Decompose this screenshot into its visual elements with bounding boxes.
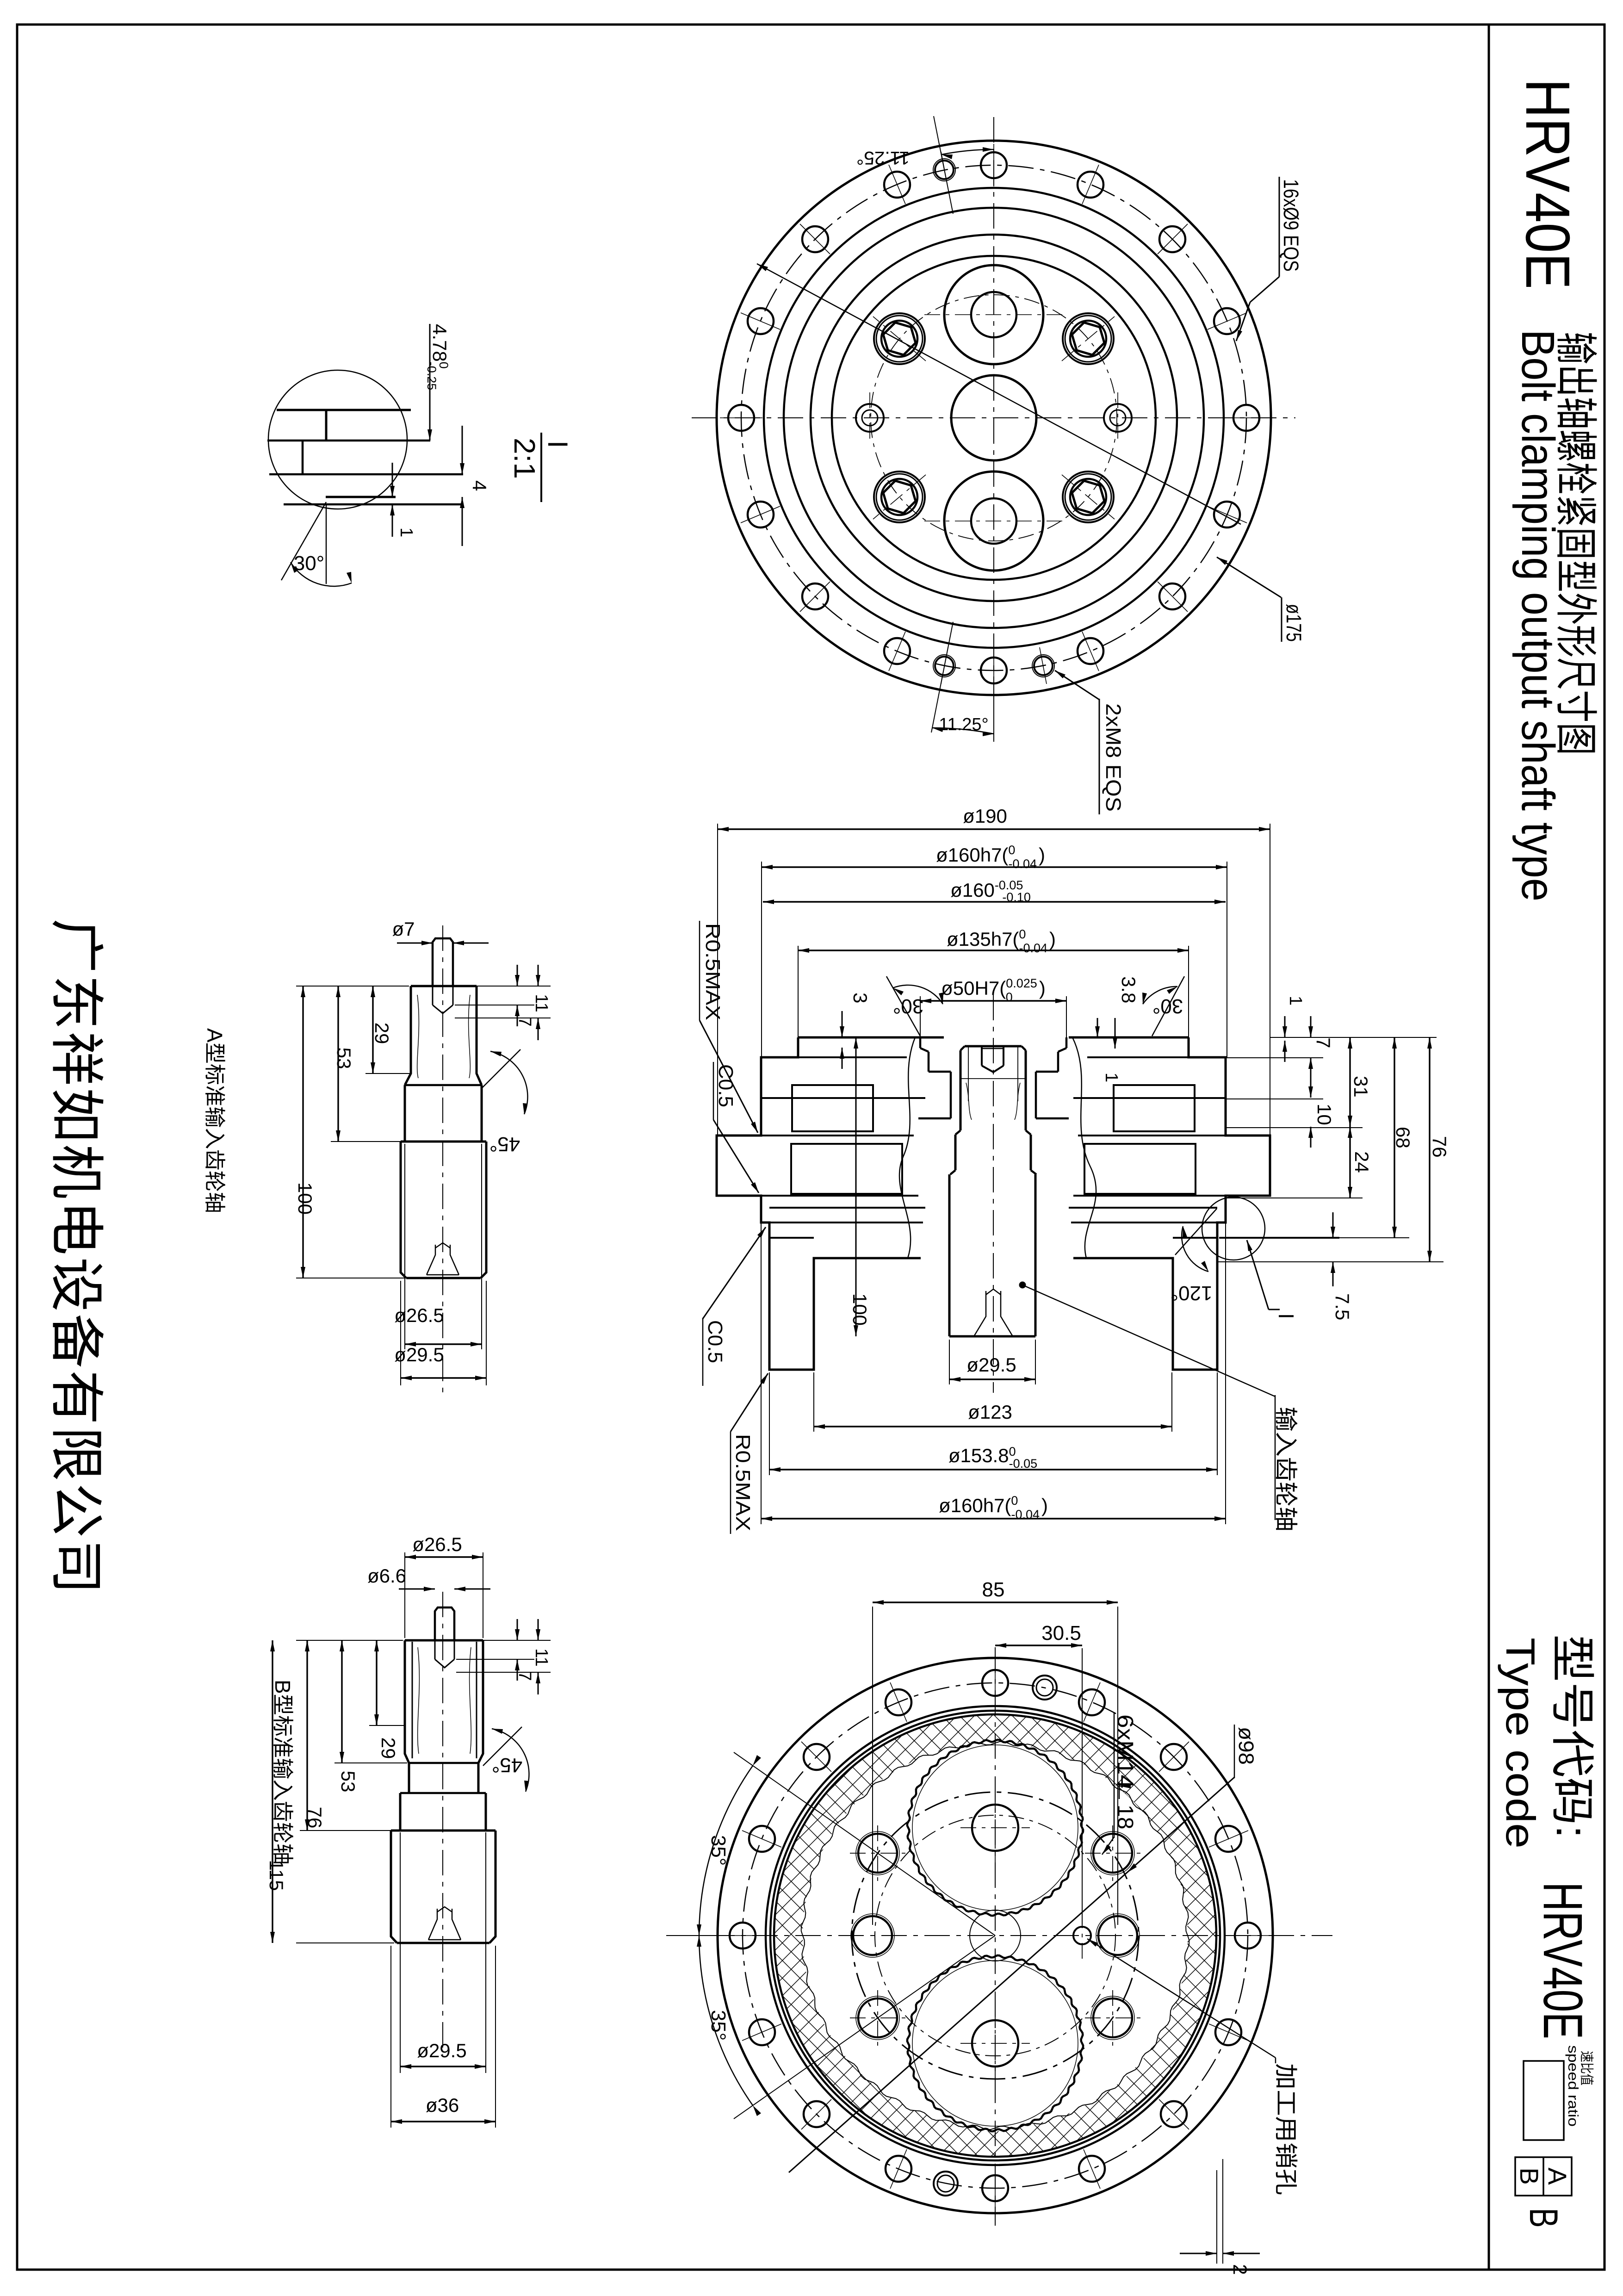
svg-text:I: I — [542, 441, 573, 448]
svg-text:2xM8 EQS: 2xM8 EQS — [1102, 703, 1125, 812]
svg-text:18: 18 — [1113, 1805, 1137, 1829]
svg-text:ø6.6: ø6.6 — [367, 1565, 406, 1587]
svg-text:Bolt clamping output shaft typ: Bolt clamping output shaft type — [1512, 329, 1564, 901]
svg-text:ø29.5: ø29.5 — [417, 2040, 466, 2061]
svg-text:4: 4 — [469, 480, 490, 491]
svg-text:30.5: 30.5 — [1041, 1622, 1081, 1644]
svg-text:C0.5: C0.5 — [714, 1064, 737, 1107]
svg-text:35°: 35° — [707, 1835, 730, 1866]
svg-text:100: 100 — [849, 1293, 871, 1326]
svg-text:16xØ9 EQS: 16xØ9 EQS — [1279, 179, 1303, 272]
svg-text:68: 68 — [1392, 1127, 1414, 1148]
svg-text:B型标准输入齿轮轴: B型标准输入齿轮轴 — [271, 1680, 295, 1865]
svg-text:24: 24 — [1351, 1151, 1373, 1173]
svg-text:ø29.5: ø29.5 — [394, 1344, 444, 1365]
svg-text:30°: 30° — [294, 552, 325, 575]
svg-text:ø7: ø7 — [392, 918, 415, 940]
svg-text:100: 100 — [294, 1182, 316, 1215]
svg-text:ø26.5: ø26.5 — [394, 1304, 444, 1326]
svg-text:speed ratio: speed ratio — [1565, 2045, 1581, 2127]
svg-text:115: 115 — [266, 1860, 287, 1891]
svg-text:加工用销孔: 加工用销孔 — [1273, 2063, 1299, 2195]
svg-text:7: 7 — [1313, 1037, 1334, 1048]
svg-text:6xM14: 6xM14 — [1113, 1714, 1137, 1788]
svg-text:30°: 30° — [893, 995, 924, 1018]
svg-text:广东祥如机电设备有限公司: 广东祥如机电设备有限公司 — [45, 918, 106, 1596]
svg-text:10: 10 — [1313, 1104, 1335, 1125]
svg-text:Type code: Type code — [1498, 1638, 1543, 1849]
svg-text:76: 76 — [304, 1807, 326, 1829]
svg-text:输入齿轮轴: 输入齿轮轴 — [1273, 1407, 1299, 1532]
svg-text:HRV40E: HRV40E — [1532, 1882, 1594, 2039]
svg-text:3.8: 3.8 — [1118, 976, 1140, 1003]
svg-text:35°: 35° — [707, 2010, 730, 2041]
svg-text:B: B — [1515, 2167, 1544, 2184]
svg-text:ø29.5: ø29.5 — [966, 1354, 1016, 1376]
svg-text:53: 53 — [333, 1048, 355, 1069]
svg-text:R0.5MAX: R0.5MAX — [701, 923, 724, 1020]
svg-text:A: A — [1543, 2167, 1572, 2185]
svg-text:A型标准输入齿轮轴: A型标准输入齿轮轴 — [203, 1028, 227, 1213]
svg-text:29: 29 — [371, 1023, 393, 1044]
svg-text:ø190: ø190 — [963, 805, 1007, 827]
svg-text:HRV40E: HRV40E — [1513, 79, 1583, 289]
svg-text:3: 3 — [849, 993, 871, 1003]
svg-text:I: I — [1274, 1313, 1298, 1319]
svg-text:76: 76 — [1429, 1136, 1450, 1158]
svg-text:2:1: 2:1 — [508, 438, 541, 479]
svg-text:ø36: ø36 — [426, 2094, 459, 2116]
svg-text:120°: 120° — [1170, 1282, 1212, 1304]
svg-text:11.25°: 11.25° — [856, 148, 910, 168]
svg-text:11: 11 — [532, 1648, 551, 1666]
svg-text:型号代码:: 型号代码: — [1547, 1634, 1597, 1838]
svg-text:29: 29 — [378, 1738, 399, 1759]
svg-text:ø98: ø98 — [1234, 1727, 1258, 1765]
svg-text:速比值: 速比值 — [1579, 2051, 1594, 2085]
svg-text:11.25°: 11.25° — [939, 715, 988, 734]
svg-text:B: B — [1521, 2208, 1566, 2228]
svg-text:31: 31 — [1350, 1076, 1372, 1098]
svg-text:30°: 30° — [1152, 995, 1183, 1018]
svg-text:53: 53 — [337, 1771, 359, 1793]
svg-text:ø175: ø175 — [1282, 604, 1306, 642]
svg-text:7.5: 7.5 — [1332, 1293, 1353, 1320]
svg-text:11: 11 — [532, 994, 551, 1012]
svg-text:45°: 45° — [489, 1133, 520, 1155]
svg-text:2: 2 — [1229, 2264, 1251, 2275]
svg-text:输出轴螺栓紧固型外形尺寸图: 输出轴螺栓紧固型外形尺寸图 — [1552, 332, 1599, 755]
svg-text:7: 7 — [515, 1671, 534, 1681]
svg-text:45°: 45° — [492, 1754, 523, 1776]
svg-text:1: 1 — [1102, 1073, 1121, 1082]
svg-text:1: 1 — [1286, 996, 1305, 1005]
svg-text:7: 7 — [515, 1017, 534, 1026]
svg-text:1: 1 — [396, 527, 416, 537]
svg-text:ø26.5: ø26.5 — [412, 1533, 462, 1555]
svg-text:ø160-0.05-0.10: ø160-0.05-0.10 — [950, 878, 1031, 904]
svg-text:R0.5MAX: R0.5MAX — [731, 1434, 754, 1531]
svg-text:ø123: ø123 — [968, 1401, 1012, 1423]
svg-text:85: 85 — [982, 1578, 1005, 1601]
svg-text:C0.5: C0.5 — [704, 1320, 726, 1363]
